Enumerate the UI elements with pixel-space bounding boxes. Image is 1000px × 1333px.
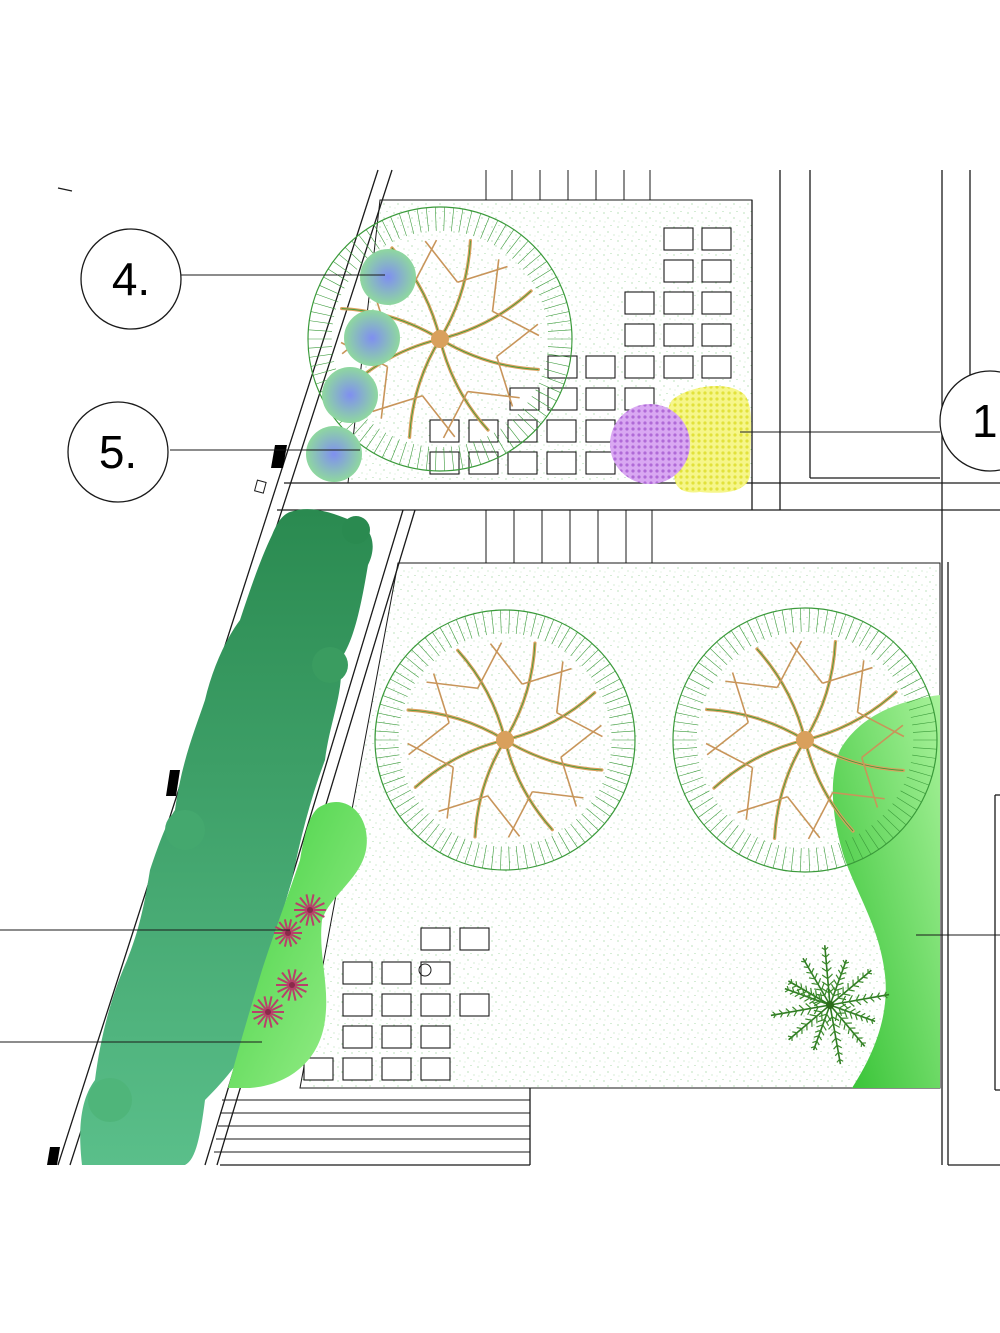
- paver-tile: [342, 993, 373, 1017]
- paver-tile: [663, 291, 694, 315]
- paver-tile: [624, 355, 655, 379]
- hedge-strip: [80, 509, 373, 1165]
- steps-middle: [485, 510, 653, 563]
- paver-tile: [303, 1057, 334, 1081]
- paver-tile: [420, 1025, 451, 1049]
- lawn-right: [832, 695, 940, 1088]
- pavers-lower: [303, 927, 490, 1081]
- cordyline-icon: [274, 919, 302, 947]
- palm-frond: [810, 1004, 832, 1051]
- paver-tile: [420, 927, 451, 951]
- callout-1: 1: [939, 370, 1000, 472]
- paver-tile: [701, 227, 732, 251]
- paver-tile: [701, 291, 732, 315]
- paver-marker: [418, 963, 432, 977]
- paver-tile: [547, 355, 578, 379]
- cordyline-icon: [276, 969, 308, 1001]
- paver-tile: [701, 323, 732, 347]
- tree-canopy-icon: [307, 206, 938, 873]
- paver-tile: [546, 419, 577, 443]
- paver-tile: [507, 451, 538, 475]
- palm-frond: [826, 1004, 844, 1065]
- paver-tile: [585, 451, 616, 475]
- leader-lines: [0, 274, 1000, 1043]
- palm-frond: [829, 1004, 866, 1048]
- steps-top: [485, 170, 651, 200]
- paver-tile: [509, 387, 540, 411]
- paver-tile: [381, 993, 412, 1017]
- tree-canopy-icon: [307, 206, 573, 472]
- paver-tile: [585, 355, 616, 379]
- flowerbed-yellow: [666, 385, 752, 493]
- paver-tile: [546, 451, 577, 475]
- palm-frond: [770, 1001, 831, 1019]
- shrub-icon: [306, 426, 362, 482]
- hedge-blob: [165, 810, 205, 850]
- shrub-icon: [344, 310, 400, 366]
- boundary-lines: [57, 169, 1000, 1166]
- paver-tile: [342, 961, 373, 985]
- shrub-icon: [322, 367, 378, 423]
- paver-tile: [701, 355, 732, 379]
- palm-frond: [828, 959, 850, 1006]
- paver-tile: [624, 323, 655, 347]
- palm-frond: [784, 985, 831, 1007]
- palm-frond: [821, 945, 836, 1006]
- palm-frond: [829, 1003, 876, 1025]
- paver-tile: [342, 1025, 373, 1049]
- palm-frond: [801, 957, 831, 1006]
- paver-tile: [624, 291, 655, 315]
- hedge-blob: [342, 516, 370, 544]
- paver-tile: [663, 259, 694, 283]
- callout-label: 1: [972, 395, 998, 447]
- bollards: [47, 445, 287, 1165]
- callout-5: 5.: [67, 401, 169, 503]
- paver-tile: [420, 961, 451, 985]
- tree-canopy-icon: [672, 607, 938, 873]
- paver-tile: [381, 1025, 412, 1049]
- hedge-blob: [312, 647, 348, 683]
- steps-bottom: [214, 1099, 530, 1153]
- paver-tile: [381, 961, 412, 985]
- shrub-row: [306, 249, 416, 482]
- flowerbed-purple: [610, 404, 690, 484]
- cordyline-icon: [294, 894, 326, 926]
- paver-tile: [459, 927, 490, 951]
- paver-tile: [381, 1057, 412, 1081]
- hedge-blob: [88, 1078, 132, 1122]
- cordyline-icon: [252, 996, 284, 1028]
- paver-tile: [701, 259, 732, 283]
- paver-tile: [585, 387, 616, 411]
- paver-tile: [420, 1057, 451, 1081]
- lawn-left: [228, 802, 367, 1088]
- callout-label: 4.: [112, 253, 150, 305]
- paver-tile: [420, 993, 451, 1017]
- callout-label: 5.: [99, 426, 137, 478]
- palm-frond: [829, 969, 873, 1006]
- palm-frond: [829, 991, 890, 1009]
- shrub-icon: [360, 249, 416, 305]
- paver-tile: [468, 419, 499, 443]
- palm-icon: [770, 945, 890, 1065]
- paver-tile: [663, 227, 694, 251]
- small-marker: [253, 479, 267, 494]
- paver-tile: [342, 1057, 373, 1081]
- paver-tile: [429, 419, 460, 443]
- cordyline-group: [252, 894, 326, 1028]
- paver-tile: [663, 323, 694, 347]
- callout-4: 4.: [80, 228, 182, 330]
- palm-frond: [787, 1004, 831, 1041]
- paver-tile: [663, 355, 694, 379]
- pavers-upper: [429, 227, 732, 475]
- paver-tile: [459, 993, 490, 1017]
- tree-canopy-icon: [374, 609, 636, 871]
